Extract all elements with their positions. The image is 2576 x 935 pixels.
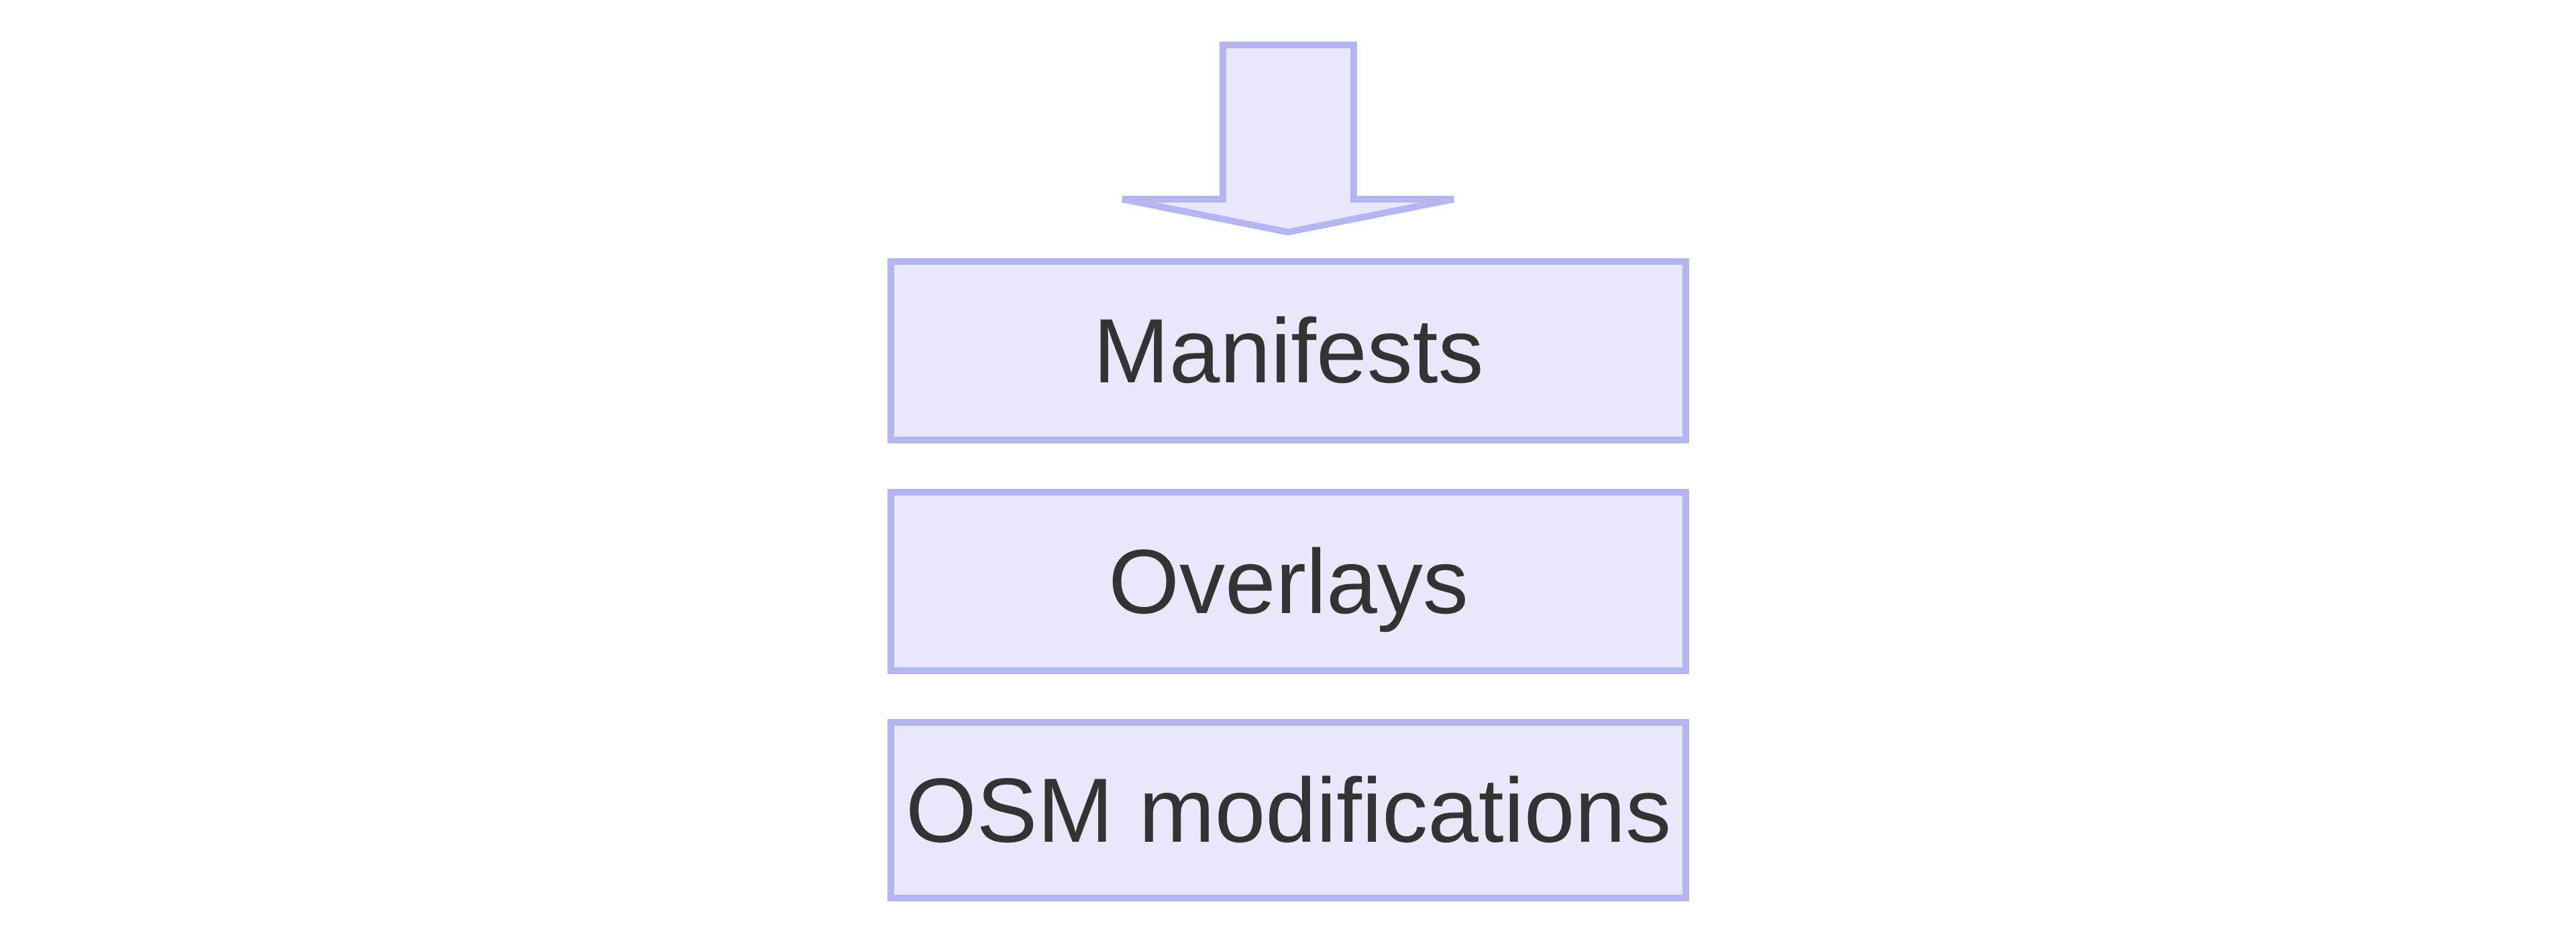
node-manifests: Manifests	[888, 258, 1689, 443]
node-osm-modifications: OSM modifications	[888, 719, 1689, 901]
node-overlays: Overlays	[888, 489, 1689, 674]
node-overlays-label: Overlays	[1108, 531, 1468, 632]
node-osm-modifications-label: OSM modifications	[905, 759, 1672, 861]
down-arrow-icon	[1122, 42, 1454, 236]
node-manifests-label: Manifests	[1093, 300, 1484, 402]
